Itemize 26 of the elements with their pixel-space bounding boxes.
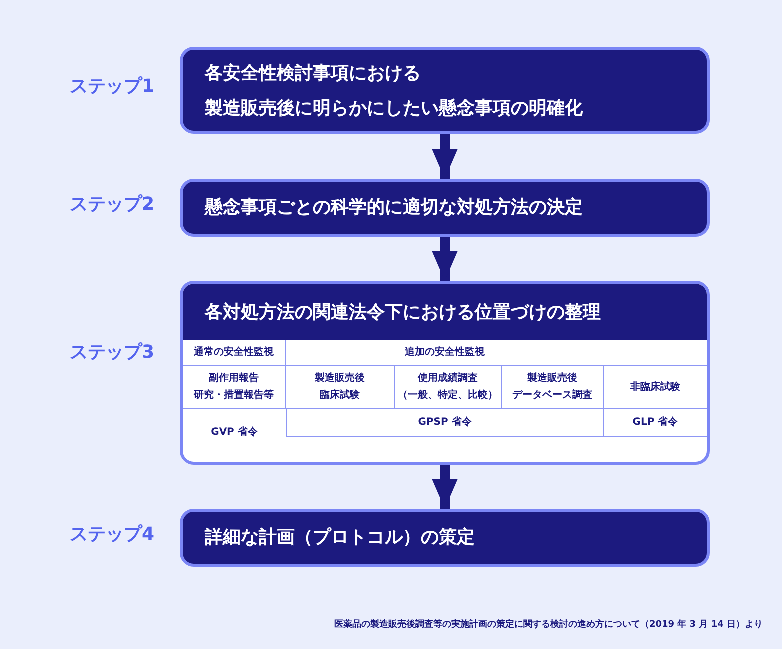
table-cell: 非臨床試験 [604,366,707,409]
step-box [180,509,710,567]
step-box [180,179,710,237]
step-text: 詳細な計画（プロトコル）の策定 [205,526,475,550]
down-arrow [432,237,458,281]
table-cell-text: GVP 省令 [210,426,259,440]
table-cell: 副作用報告研究・措置報告等 [183,366,286,409]
step-label: ステップ1 [70,75,155,98]
step-box [180,47,710,134]
step-box [180,281,710,465]
step-label: ステップ3 [70,341,155,364]
table-cell: 製造販売後臨床試験 [286,366,395,409]
table-cell: 使用成績調査（一般、特定、比較） [395,366,502,409]
source-note: 医薬品の製造販売後調査等の実施計画の策定に関する検討の進め方について（2019 年 3 月 14 日）より [333,618,763,631]
table-cell: GLP 省令 [604,409,707,437]
step-text: 各対処方法の関連法令下における位置づけの整理 [205,301,601,325]
step-text: 懸念事項ごとの科学的に適切な対処方法の決定 [205,196,583,220]
table-cell: 通常の安全性監視 [183,340,286,366]
step-label: ステップ2 [70,193,155,216]
table-cell: 追加の安全性監視 [286,340,707,366]
table-cell: 製造販売後データベース調査 [502,366,604,409]
table-cell: GPSP 省令 [286,409,604,437]
step-text: 各安全性検討事項における製造販売後に明らかにしたい懸念事項の明確化 [205,62,583,121]
down-arrow [432,465,458,509]
down-arrow [432,134,458,179]
step-label: ステップ4 [70,523,155,546]
